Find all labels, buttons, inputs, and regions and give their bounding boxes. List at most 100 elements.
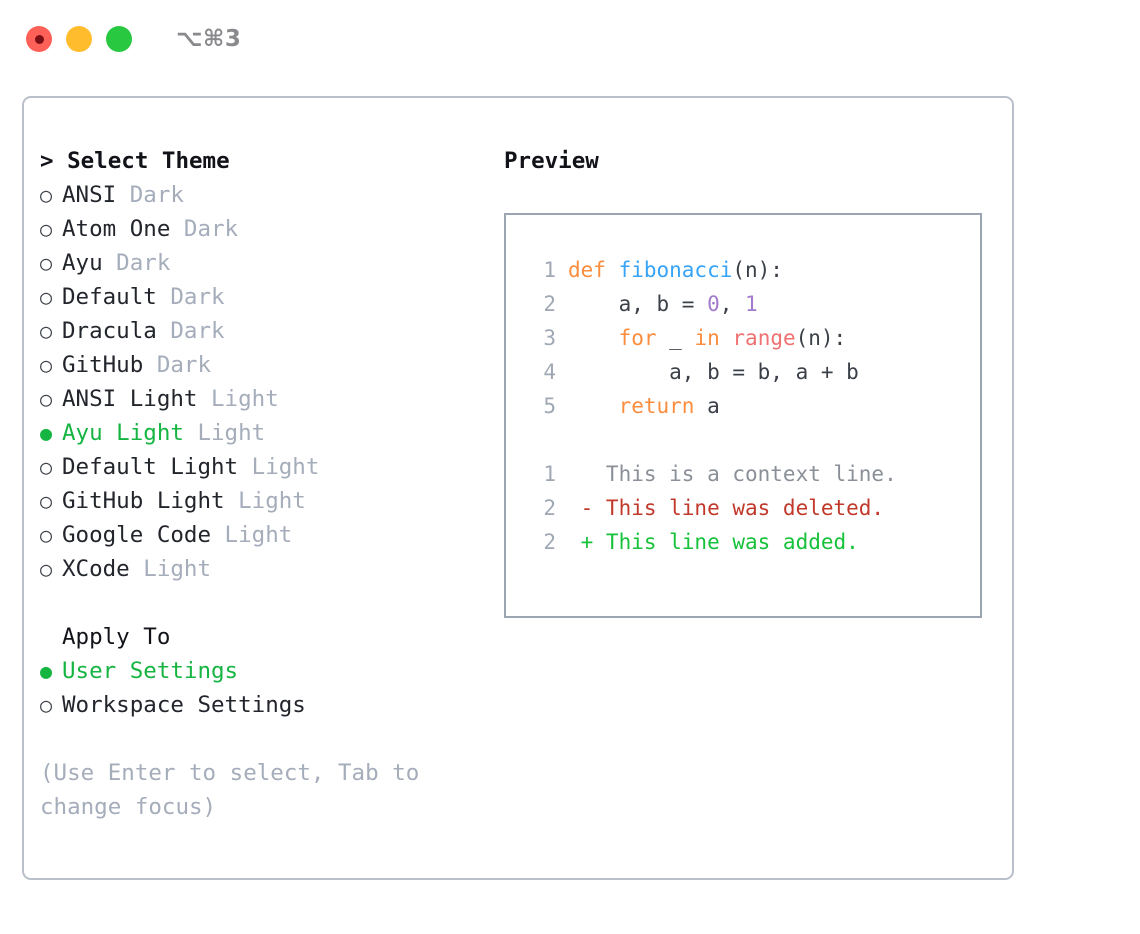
code-line: 2 + This line was added.	[526, 525, 980, 559]
theme-option-github[interactable]: ○ GitHub Dark	[40, 348, 504, 382]
apply-to-option-user-settings[interactable]: ●User Settings	[40, 654, 504, 688]
code-token: def	[568, 258, 619, 282]
line-number: 1	[543, 462, 556, 486]
theme-option-label: Dracula	[62, 318, 157, 344]
code-token: 1	[745, 292, 758, 316]
theme-option-variant: Dark	[156, 284, 225, 310]
radio-unselected-icon: ○	[40, 523, 53, 547]
code-token: ,	[719, 292, 746, 316]
theme-option-xcode[interactable]: ○ XCode Light	[40, 552, 504, 586]
line-number: 3	[543, 326, 556, 350]
code-line-content: return a	[568, 389, 720, 423]
line-number	[526, 423, 556, 457]
theme-option-variant: Dark	[156, 318, 225, 344]
code-line-content: + This line was added.	[568, 525, 859, 559]
theme-list-column: > Select Theme ○ANSI Dark○Atom One Dark○…	[40, 144, 504, 824]
theme-option-ayu-light[interactable]: ●Ayu Light Light	[40, 416, 504, 450]
theme-option-dracula[interactable]: ○ Dracula Dark	[40, 314, 504, 348]
radio-unselected-icon: ○	[40, 251, 53, 275]
code-line-content: a, b = b, a + b	[568, 355, 859, 389]
theme-option-variant: Light	[238, 454, 320, 480]
minimize-button[interactable]	[66, 26, 92, 52]
radio-unselected-icon: ○	[40, 183, 53, 207]
radio-unselected-icon: ○	[40, 557, 53, 581]
code-line: 5 return a	[526, 389, 980, 423]
radio-unselected-icon: ○	[40, 387, 53, 411]
theme-option-label: Default	[62, 284, 157, 310]
code-token: - This line was deleted.	[568, 496, 885, 520]
code-token: a, b = b, a + b	[568, 360, 859, 384]
code-token: a, b =	[568, 292, 708, 316]
theme-option-default[interactable]: ○ Default Dark	[40, 280, 504, 314]
code-line-content: for _ in range(n):	[568, 321, 847, 355]
radio-unselected-icon: ○	[40, 217, 53, 241]
theme-option-label: XCode	[62, 556, 130, 582]
theme-option-variant: Dark	[170, 216, 239, 242]
code-token: + This line was added.	[568, 530, 859, 554]
code-line	[526, 423, 980, 457]
code-token: 0	[707, 292, 720, 316]
code-token: for	[618, 326, 657, 350]
theme-option-variant: Light	[183, 420, 266, 446]
theme-option-label: Default Light	[62, 454, 239, 480]
title-bar: ⌥⌘3	[0, 0, 1140, 78]
theme-option-label: GitHub	[62, 352, 144, 378]
line-number: 2	[543, 292, 556, 316]
maximize-button[interactable]	[106, 26, 132, 52]
code-line: 1 This is a context line.	[526, 457, 980, 491]
keyboard-hint-text: (Use Enter to select, Tab to change focu…	[40, 760, 420, 820]
code-token: This is a context line.	[568, 462, 897, 486]
theme-option-variant: Light	[197, 386, 279, 412]
preview-header: Preview	[504, 148, 599, 174]
line-number: 2	[543, 496, 556, 520]
radio-selected-icon: ●	[40, 421, 53, 445]
radio-unselected-icon: ○	[40, 285, 53, 309]
radio-unselected-icon: ○	[40, 353, 53, 377]
line-number: 4	[543, 360, 556, 384]
radio-unselected-icon: ○	[40, 319, 53, 343]
code-token: range	[732, 326, 796, 350]
theme-option-google-code[interactable]: ○Google Code Light	[40, 518, 504, 552]
radio-unselected-icon: ○	[40, 455, 53, 479]
code-token: _	[656, 326, 695, 350]
code-line-content: a, b = 0, 1	[568, 287, 758, 321]
theme-selector-panel: > Select Theme ○ANSI Dark○Atom One Dark○…	[22, 96, 1014, 880]
theme-option-variant: Dark	[102, 250, 171, 276]
theme-option-list[interactable]: ○ANSI Dark○Atom One Dark○Ayu Dark○Defaul…	[40, 178, 504, 586]
theme-option-variant: Light	[224, 488, 306, 514]
apply-to-header: Apply To	[62, 624, 171, 650]
code-line-content: - This line was deleted.	[568, 491, 884, 525]
theme-option-ayu[interactable]: ○Ayu Dark	[40, 246, 504, 280]
apply-to-option-workspace-settings[interactable]: ○Workspace Settings	[40, 688, 504, 722]
code-token: fibonacci	[618, 258, 733, 282]
list-spacer	[40, 586, 504, 620]
apply-to-option-list[interactable]: ●User Settings○Workspace Settings	[40, 654, 504, 722]
radio-unselected-icon: ○	[40, 489, 53, 513]
select-theme-header: > Select Theme	[40, 148, 230, 174]
code-token	[568, 326, 619, 350]
code-line-content: This is a context line.	[568, 457, 897, 491]
code-line: 1 def fibonacci(n):	[526, 253, 980, 287]
theme-option-ansi[interactable]: ○ANSI Dark	[40, 178, 504, 212]
theme-option-variant: Light	[129, 556, 212, 582]
close-button[interactable]	[26, 26, 52, 52]
apply-to-header-row: Apply To	[40, 620, 504, 654]
theme-option-default-light[interactable]: ○ Default Light Light	[40, 450, 504, 484]
code-line: 4 a, b = b, a + b	[526, 355, 980, 389]
theme-option-atom-one[interactable]: ○Atom One Dark	[40, 212, 504, 246]
theme-option-label: ANSI Light	[62, 386, 198, 412]
radio-unselected-icon: ○	[40, 693, 53, 717]
radio-selected-icon: ●	[40, 659, 53, 683]
code-token	[720, 326, 733, 350]
keyboard-shortcut-label: ⌥⌘3	[176, 26, 242, 52]
theme-option-github-light[interactable]: ○GitHub Light Light	[40, 484, 504, 518]
theme-option-ansi-light[interactable]: ○ ANSI Light Light	[40, 382, 504, 416]
code-token: in	[694, 326, 720, 350]
code-token: return	[618, 394, 695, 418]
code-token: (n):	[732, 258, 783, 282]
line-number: 1	[543, 258, 556, 282]
code-preview-box: 1 def fibonacci(n): 2 a, b = 0, 1 3 for _ i…	[504, 213, 982, 618]
theme-option-label: Google Code	[62, 522, 212, 548]
theme-option-variant: Dark	[143, 352, 212, 378]
